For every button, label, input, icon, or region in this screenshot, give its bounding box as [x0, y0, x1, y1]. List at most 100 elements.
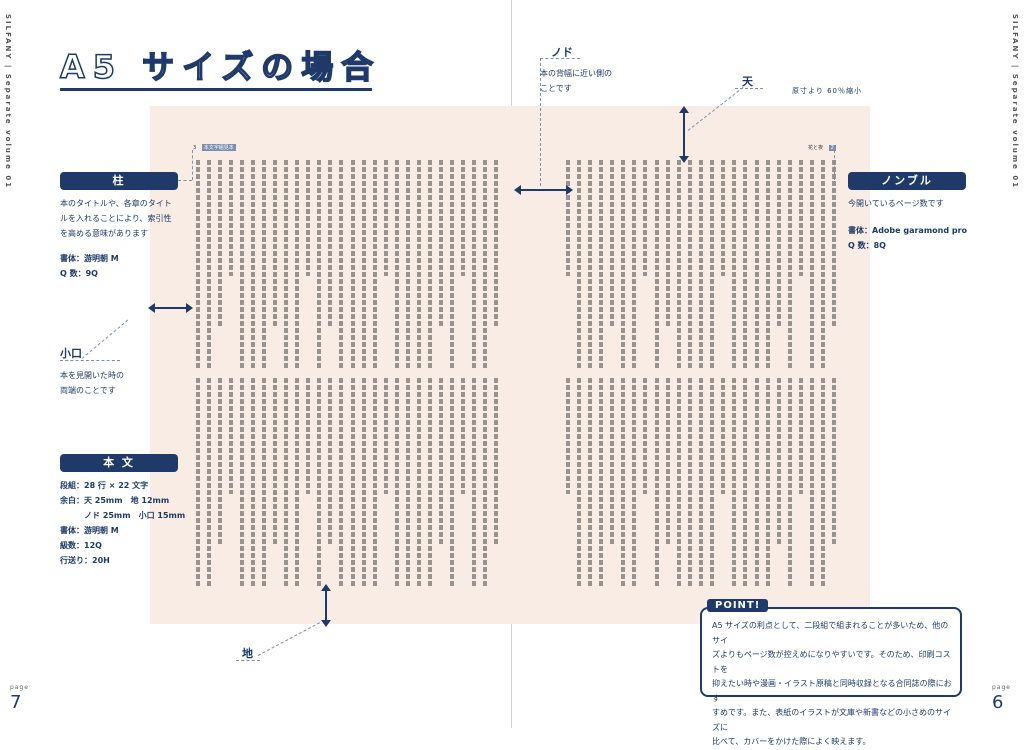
ten-label: 天 — [742, 75, 753, 88]
text-line — [610, 378, 615, 546]
text-line — [472, 378, 477, 588]
text-line — [494, 160, 499, 328]
text-line — [317, 378, 322, 588]
text-line — [765, 378, 770, 588]
text-line — [732, 378, 737, 588]
text-line — [328, 378, 333, 546]
text-line — [621, 160, 626, 370]
text-line — [383, 160, 388, 276]
hashira-description: 本のタイトルや、各章のタイト ルを入れることにより、索引性 を高める意味がありま… — [60, 199, 172, 278]
text-line — [654, 160, 659, 370]
text-line — [195, 160, 200, 370]
text-line — [339, 378, 344, 588]
text-line — [483, 378, 488, 588]
koguchi-arrow-right-head — [186, 303, 193, 313]
text-line — [228, 378, 233, 494]
text-line — [372, 378, 377, 588]
text-line — [339, 160, 344, 370]
text-line — [776, 378, 781, 546]
text-line — [665, 378, 670, 546]
text-line — [483, 160, 488, 370]
point-box: A5 サイズの利点として、二段組で組まれることが多いため、他のサイ ズよりもペー… — [700, 607, 962, 746]
text-line — [765, 160, 770, 370]
text-line — [699, 160, 703, 370]
text-line — [776, 160, 781, 328]
text-line — [721, 160, 726, 276]
page-title: A5 サイズの場合 — [59, 47, 382, 87]
text-line — [461, 160, 466, 276]
hashira-leader — [178, 180, 192, 181]
text-line — [328, 160, 333, 328]
text-line — [217, 160, 222, 328]
text-line — [250, 378, 255, 588]
text-line — [710, 160, 715, 370]
honbun-label: 本 文 — [60, 454, 178, 472]
text-line — [754, 378, 759, 588]
text-line — [832, 378, 837, 546]
left-running-head-title: 本文字組見本 — [201, 144, 236, 151]
text-line — [461, 378, 466, 494]
right-page-number: 6 — [992, 692, 1004, 713]
text-line — [743, 160, 748, 370]
koguchi-leader — [81, 319, 129, 359]
nombre-leader — [834, 150, 835, 180]
text-line — [439, 378, 444, 546]
text-line — [428, 378, 433, 588]
text-line — [799, 160, 804, 276]
text-line — [206, 160, 211, 370]
text-line — [699, 378, 703, 588]
text-line — [565, 160, 570, 276]
text-line — [273, 160, 278, 328]
text-line — [676, 378, 681, 588]
right-running-head-number: 2 — [828, 145, 836, 151]
text-line — [295, 378, 300, 588]
left-side-label: SILFANY | Separate volume 01 — [4, 14, 12, 190]
nodo-leader — [540, 58, 541, 186]
text-line — [621, 378, 626, 588]
hashira-leader-v — [192, 150, 193, 180]
title-underline — [60, 88, 372, 91]
text-line — [428, 160, 433, 370]
text-line — [787, 378, 792, 588]
text-line — [643, 160, 648, 276]
left-page-lower-column — [190, 378, 500, 588]
text-line — [405, 160, 410, 370]
nombre-description: 今開いているページ数です 書体：Adobe garamond pro Q 数：8… — [848, 199, 968, 250]
text-line — [195, 378, 200, 588]
text-line — [632, 378, 637, 588]
chi-arrow — [325, 588, 327, 622]
point-label: POINT! — [707, 599, 769, 612]
koguchi-underline — [60, 360, 120, 361]
text-line — [261, 378, 266, 588]
hashira-label: 柱 — [60, 172, 178, 190]
right-running-head-title: 花と夜 — [808, 145, 824, 151]
nombre-label: ノンブル — [848, 172, 966, 190]
text-line — [687, 160, 692, 370]
ten-scale-note: 原寸より 60％縮小 — [792, 87, 862, 95]
chi-leader — [257, 622, 321, 656]
page-mockup — [150, 106, 870, 624]
text-line — [295, 160, 300, 370]
text-line — [394, 378, 399, 588]
text-line — [450, 378, 455, 588]
text-line — [416, 160, 421, 370]
left-running-head: 3 本文字組見本 — [193, 144, 236, 151]
text-line — [250, 160, 255, 370]
text-line — [361, 160, 366, 370]
text-line — [832, 160, 837, 328]
text-line — [576, 160, 581, 370]
text-line — [598, 378, 603, 588]
koguchi-arrow — [152, 307, 188, 309]
text-line — [273, 378, 278, 546]
text-line — [350, 160, 355, 370]
left-page-label: page — [10, 684, 29, 691]
text-line — [206, 378, 211, 588]
text-line — [710, 378, 715, 588]
text-line — [687, 378, 692, 588]
text-line — [217, 378, 222, 546]
left-page-number: 7 — [10, 692, 22, 713]
left-page-upper-column — [190, 160, 500, 370]
text-line — [439, 160, 444, 328]
nodo-label: ノド — [551, 46, 573, 59]
text-line — [665, 160, 670, 328]
